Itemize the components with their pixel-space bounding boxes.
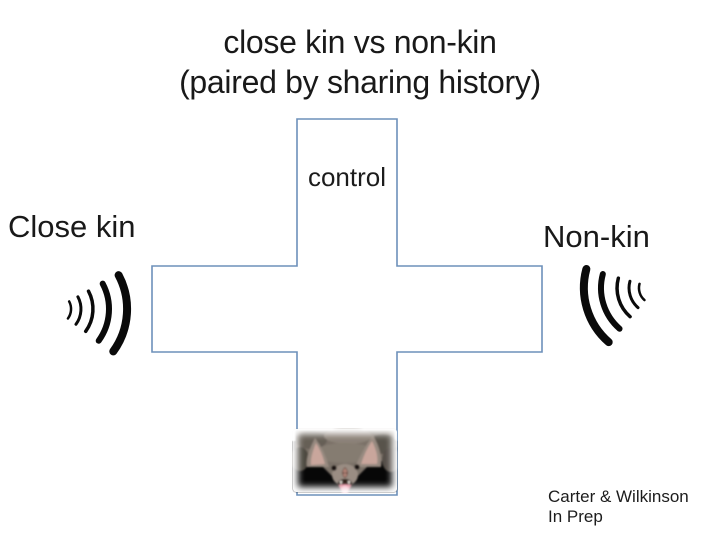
plus-maze-outline (151, 118, 543, 496)
non-kin-label: Non-kin (543, 219, 650, 254)
citation: Carter & Wilkinson In Prep (548, 487, 689, 527)
vampire-bat-face-drawing (293, 429, 397, 492)
vampire-bat-image (293, 429, 397, 492)
slide-title-line-1: close kin vs non-kin (223, 24, 497, 60)
citation-authors: Carter & Wilkinson (548, 487, 689, 506)
close-kin-sound-waves-icon (66, 271, 132, 356)
non-kin-sound-waves-icon (579, 265, 646, 347)
citation-status: In Prep (548, 507, 603, 526)
control-arm-label: control (307, 162, 387, 192)
slide-title: close kin vs non-kin (paired by sharing … (0, 22, 720, 102)
slide-title-line-2: (paired by sharing history) (179, 64, 541, 100)
close-kin-label: Close kin (8, 209, 136, 244)
